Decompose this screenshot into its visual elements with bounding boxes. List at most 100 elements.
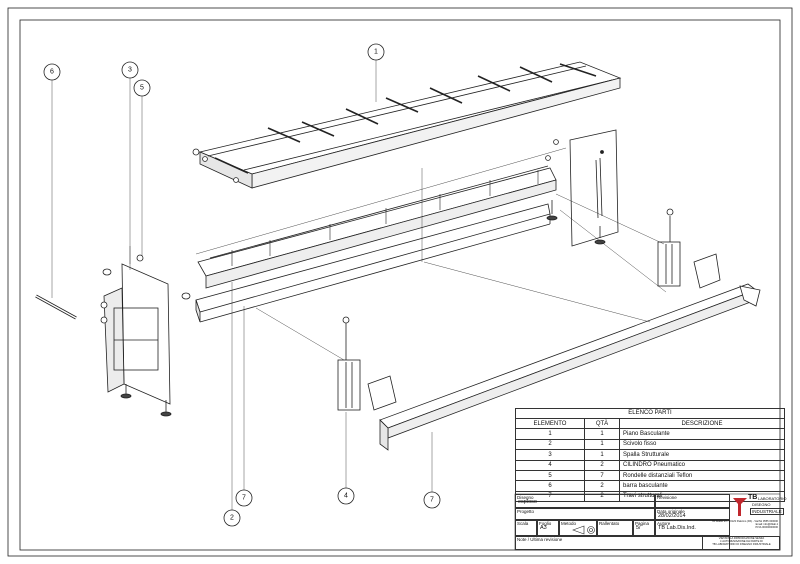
bom-cell: 2 (584, 480, 620, 492)
part-4-cilindro-destro (657, 208, 721, 289)
title-cell-rallentato: Rallentato (597, 520, 633, 536)
scala-label: Scala (517, 521, 529, 526)
projection-method-icon (572, 525, 595, 535)
pagina-label: Pagina (635, 521, 650, 526)
title-cell-data: Data originale 28/02/2014 (655, 508, 730, 520)
frame-border (19, 19, 781, 551)
bom-header-qta: QTÀ (584, 417, 620, 430)
bom-cell: 6 (515, 480, 585, 492)
title-cell-note: Note / Ultima revisione (515, 536, 730, 550)
balloon-label-6: 6 (50, 69, 54, 76)
note-label: Note / Ultima revisione (517, 537, 563, 542)
balloon-7a (235, 489, 253, 507)
disegno-label: Disegno (517, 495, 534, 500)
bom-cell: CILINDRO Pneumatico (619, 459, 785, 471)
balloon-1 (367, 43, 385, 61)
part-4-cilindro-centrale (337, 316, 397, 411)
progetto-label: Progetto (517, 509, 535, 514)
title-cell-scala: Scala (515, 520, 537, 536)
company-logo-icon (733, 498, 747, 516)
balloon-label-4: 4 (344, 493, 348, 500)
title-cell-revisione: Revisione (655, 494, 730, 508)
bom-cell: 2 (584, 459, 620, 471)
disegno-value: esploso (518, 499, 537, 505)
bom-cell: 5 (515, 469, 585, 482)
data-value: 28/02/2014 (658, 513, 686, 519)
bom-cell: 1 (584, 449, 620, 461)
data-label: Data originale (657, 509, 685, 514)
logo-tb: TB (748, 494, 758, 501)
bom-cell: Travi strutturali (619, 490, 785, 503)
part-7-trave-anteriore (379, 283, 761, 451)
bom-cell: 4 (515, 459, 585, 471)
part-6-barra-basculante (35, 294, 77, 320)
bom-title: ELENCO PARTI (515, 408, 785, 418)
bom-header-row: ELEMENTO QTÀ DESCRIZIONE (515, 417, 785, 430)
bom-cell: 1 (515, 428, 585, 440)
balloon-label-7a: 7 (242, 495, 246, 502)
company-contacts: TB Studio srl - 00123 Palermo (PA) - Via… (702, 520, 780, 534)
title-cell-autore: Autore TB Lab.Dis.Ind. (655, 520, 730, 536)
bom-header-elemento: ELEMENTO (515, 417, 585, 430)
bom-cell: Rondelle distanziali Teflon (619, 469, 785, 482)
pagina-value: 5/ (636, 525, 641, 531)
part-3-spalla-sinistra (100, 263, 172, 417)
balloon-label-5: 5 (140, 85, 144, 92)
footer-line-2: L'AUTORIZZAZIONE DA PARTE DI (720, 540, 763, 544)
bom-cell: 3 (515, 449, 585, 461)
balloon-label-3: 3 (128, 67, 132, 74)
title-cell-metodo: Metodo (559, 520, 597, 536)
bom-cell: Spalla Strutturale (619, 449, 785, 461)
balloon-2 (223, 509, 241, 527)
bom-header-descrizione: DESCRIZIONE (619, 417, 785, 430)
footer-line-3: TB LABORATORIO DI DISEGNO INDUSTRIALE (712, 543, 771, 547)
balloon-4 (337, 487, 355, 505)
footer-line-1: VIETATA LA RIPRODUZIONE SENZA (718, 537, 765, 540)
revisione-label: Revisione (657, 495, 677, 500)
balloon-3 (121, 61, 139, 79)
title-cell-disegno: Disegno esploso (515, 494, 655, 508)
part-7-trave-posteriore (195, 203, 551, 323)
part-5-rondelle (102, 254, 191, 300)
contact-line-1: TB Studio srl - 00123 Palermo (PA) - Via… (711, 520, 778, 523)
assembly-drawing (35, 43, 761, 527)
metodo-label: Metodo (561, 521, 577, 526)
company-logo-block: TB LABORATORIO DISEGNO INDUSTRIALE (730, 494, 787, 550)
bom-cell: 1 (584, 438, 620, 451)
sheet-border (7, 7, 793, 557)
title-cell-progetto: Progetto (515, 508, 655, 520)
bom-cell: Piano Basculante (619, 428, 785, 440)
balloon-label-2: 2 (230, 515, 234, 522)
balloon-6 (43, 63, 61, 81)
balloon-5 (133, 79, 151, 97)
balloon-label-1: 1 (374, 49, 378, 56)
logo-line3: INDUSTRIALE (750, 508, 784, 515)
title-cell-pagina: Pagina 5/ (633, 520, 655, 536)
rallentato-label: Rallentato (599, 521, 620, 526)
contact-line-2: Email: info@tblab.it (755, 523, 778, 526)
part-2-scivolo-fisso (197, 165, 557, 289)
balloon-7b (423, 491, 441, 509)
bom-cell: 2 (515, 438, 585, 451)
bom-cell: 7 (584, 469, 620, 482)
contact-line-3: P.IVA 00000000000 (755, 526, 778, 529)
title-cell-foglio: Foglio A3 (537, 520, 559, 536)
copyright-notice: VIETATA LA RIPRODUZIONE SENZA L'AUTORIZZ… (702, 536, 780, 550)
foglio-value: A3 (540, 525, 547, 531)
bom-cell: barra basculante (619, 480, 785, 492)
autore-value: TB Lab.Dis.Ind. (658, 525, 696, 531)
foglio-label: Foglio (539, 521, 552, 526)
balloon-label-7b: 7 (430, 497, 434, 504)
logo-line2: DISEGNO (752, 502, 771, 507)
autore-label: Autore (657, 521, 671, 526)
part-3-spalla-destra (546, 129, 619, 247)
part-1-piano-basculante (192, 61, 622, 189)
